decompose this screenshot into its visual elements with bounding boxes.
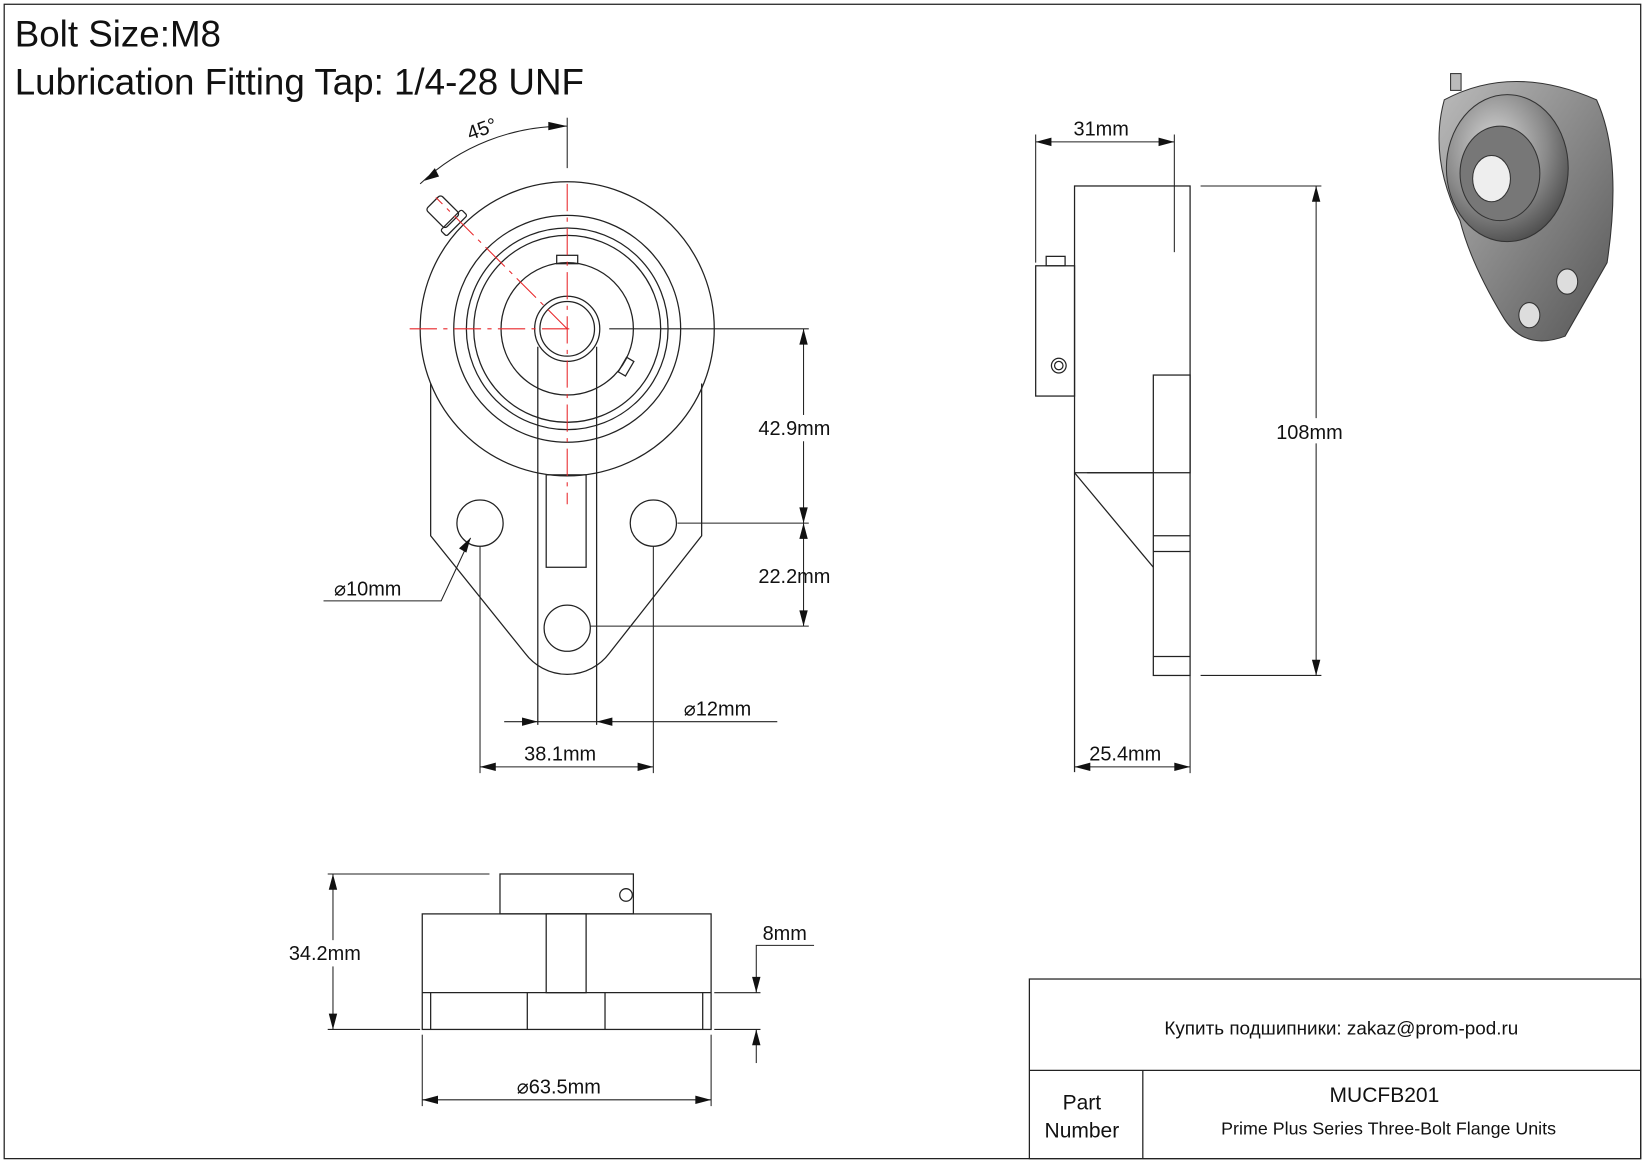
front-view: 45° 42.9mm 22.2mm ⌀10mm ⌀12mm 38.1mm [323,114,830,774]
dim-diameter: ⌀63.5mm [517,1077,601,1099]
dim-bore-diameter: ⌀12mm [684,698,751,720]
bolt-hole-right [629,499,678,547]
grease-fitting [426,195,468,237]
number-label: Number [1045,1120,1120,1143]
dim-hole-diameter: ⌀10mm [334,579,401,601]
dim-height: 108mm [1276,422,1342,444]
dim-total-width: 31mm [1073,119,1128,141]
bolt-hole-bottom [543,604,591,652]
product-3d-render [1438,73,1614,342]
buy-text: Купить подшипники: zakaz@prom-pod.ru [1164,1019,1518,1040]
bolt-hole-left [456,499,504,547]
bolt-size-label: Bolt Size:M8 [15,13,221,54]
dim-22-2: 22.2mm [758,566,830,588]
drawing-border [3,3,1642,1160]
dim-flange-thickness: 8mm [763,923,807,945]
bottom-view: 34.2mm 8mm ⌀63.5mm [289,873,815,1107]
side-view: 31mm 108mm 25.4mm [1035,119,1343,774]
lubrication-label: Lubrication Fitting Tap: 1/4-28 UNF [15,62,584,103]
title-block: Купить подшипники: zakaz@prom-pod.ru Par… [1028,978,1642,1160]
part-label: Part [1063,1091,1102,1114]
dim-housing-width: 25.4mm [1089,744,1161,766]
part-number: MUCFB201 [1330,1084,1440,1107]
part-description: Prime Plus Series Three-Bolt Flange Unit… [1221,1118,1556,1138]
dim-42-9: 42.9mm [758,418,830,440]
dim-bottom-height: 34.2mm [289,943,361,965]
dim-hole-spacing: 38.1mm [524,744,596,766]
angle-label: 45° [464,114,500,145]
